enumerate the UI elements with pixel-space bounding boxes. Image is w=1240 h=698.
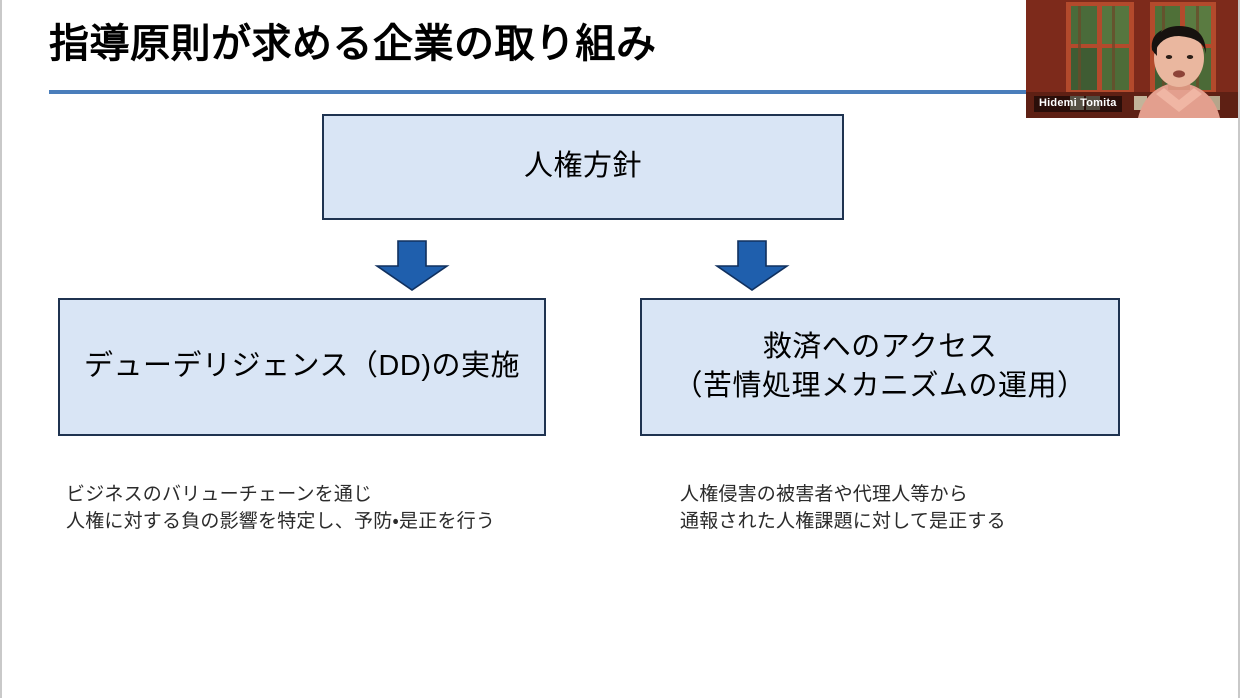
arrow-down-icon-to-due-diligence: [374, 240, 450, 292]
title-block: 指導原則が求める企業の取り組み: [2, 16, 1238, 94]
diagram-box-due-diligence: デューデリジェンス（DD)の実施: [58, 298, 546, 436]
caption-due-diligence: ビジネスのバリューチェーンを通じ 人権に対する負の影響を特定し、予防・是正を行う: [66, 484, 496, 532]
diagram-box-label: 救済へのアクセス （苦情処理メカニズムの運用）: [673, 330, 1087, 402]
diagram-box-access-to-remedy: 救済へのアクセス （苦情処理メカニズムの運用）: [640, 298, 1120, 436]
webcam-participant-name-label: Hidemi Tomita: [1034, 96, 1122, 112]
arrow-down-icon-to-remedy: [714, 240, 790, 292]
webcam-video-tile[interactable]: Hidemi Tomita: [1026, 0, 1238, 118]
diagram-box-label: デューデリジェンス（DD)の実施: [84, 350, 520, 383]
page-title: 指導原則が求める企業の取り組み: [49, 22, 657, 66]
caption-remedy: 人権侵害の被害者や代理人等から 通報された人権課題に対して是正する: [680, 484, 1006, 532]
webcam-video-frame: [1026, 0, 1238, 118]
title-underline-rule: [49, 90, 1238, 94]
diagram-box-label: 人権方針: [523, 150, 642, 183]
diagram-box-human-rights-policy: 人権方針: [322, 114, 844, 220]
